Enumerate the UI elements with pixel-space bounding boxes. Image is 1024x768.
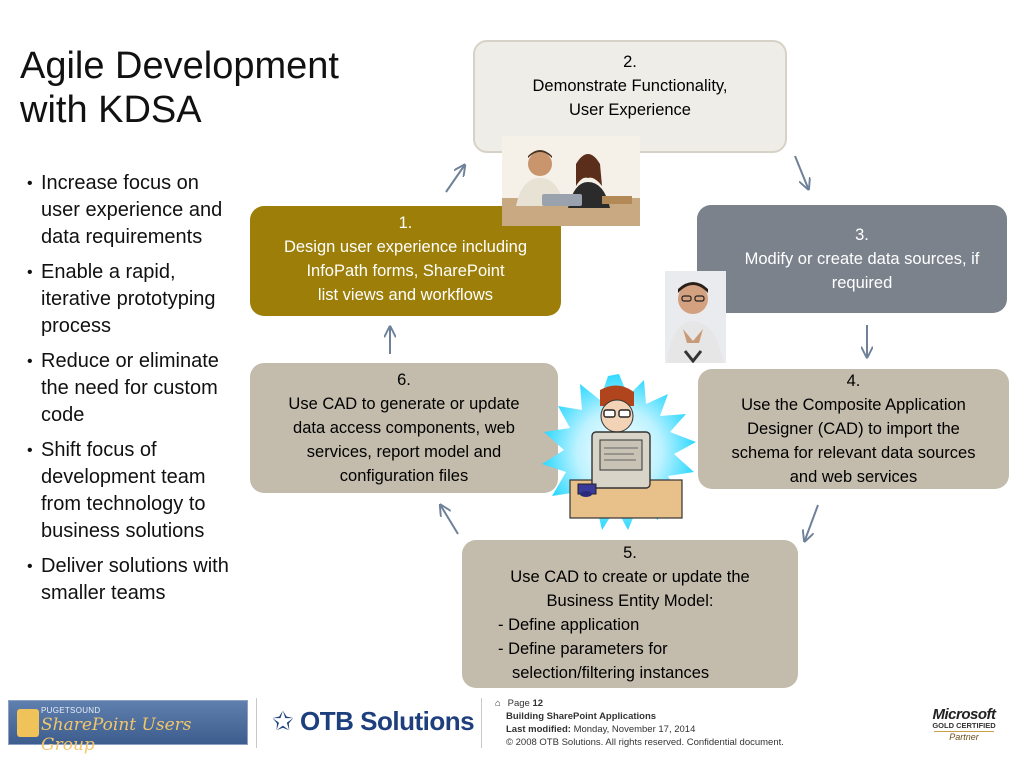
last-modified-label: Last modified:: [506, 724, 571, 735]
slide-title: Agile Development with KDSA: [20, 44, 380, 132]
step-3-line: required: [831, 274, 893, 292]
last-modified-value: Monday, November 17, 2014: [573, 724, 696, 735]
step-4-box: 4. Use the Composite Application Designe…: [698, 369, 1009, 489]
document-title: Building SharePoint Applications: [506, 711, 657, 722]
company-name: OTB Solutions: [300, 706, 475, 736]
step-5-number: 5.: [623, 544, 637, 562]
step-4-number: 4.: [846, 372, 861, 390]
step-1-number: 1.: [398, 214, 413, 232]
user-group-logo-icon: [17, 709, 39, 737]
footer-divider: [481, 698, 482, 748]
step-5-line: Use CAD to create or update the: [510, 568, 750, 586]
step-5-box: 5. Use CAD to create or update the Busin…: [462, 540, 798, 688]
step-2-box: 2. Demonstrate Functionality, User Exper…: [473, 40, 787, 153]
step-4-line: and web services: [789, 468, 918, 486]
page-info: ⌂ Page 12 Building SharePoint Applicatio…: [495, 697, 784, 749]
step-6-line: data access components, web: [293, 419, 515, 437]
step-6-box: 6. Use CAD to generate or update data ac…: [250, 363, 558, 493]
title-line-1: Agile Development: [20, 45, 339, 87]
computer-user-clipart: [538, 372, 700, 534]
step-2-number: 2.: [623, 53, 637, 71]
step-6-line: configuration files: [339, 467, 469, 485]
step-4-line: Designer (CAD) to import the: [747, 420, 960, 438]
step-5-subitem-continued: selection/filtering instances: [512, 664, 710, 682]
page-label: Page: [507, 698, 530, 709]
step-5-subitem: - Define application: [498, 616, 640, 634]
step-4-line: schema for relevant data sources: [731, 444, 976, 462]
arrow-4-to-5: [805, 504, 819, 540]
copyright-text: © 2008 OTB Solutions. All rights reserve…: [506, 737, 784, 748]
bullet-item: Shift focus of development team from tec…: [27, 437, 237, 545]
otb-solutions-logo: ✩ OTB Solutions: [272, 706, 475, 737]
step-1-line: Design user experience including: [283, 238, 528, 256]
step-3-line: Modify or create data sources, if: [744, 250, 980, 268]
step-5-subitem: - Define parameters for: [498, 640, 668, 658]
bullet-list: Increase focus on user experience and da…: [27, 170, 237, 615]
bullet-item: Deliver solutions with smaller teams: [27, 553, 237, 607]
title-line-2: with KDSA: [20, 89, 202, 131]
user-group-name: SharePoint Users Group: [41, 715, 192, 755]
team-photo: [502, 136, 640, 226]
step-2-line: Demonstrate Functionality,: [532, 77, 728, 95]
arrow-1-to-2: [445, 166, 464, 193]
step-1-line: list views and workflows: [317, 286, 494, 304]
partner-text: Partner: [934, 731, 994, 742]
step-6-line: Use CAD to generate or update: [288, 395, 520, 413]
arrow-2-to-3: [794, 155, 808, 188]
step-2-line: User Experience: [569, 101, 691, 119]
step-3-number: 3.: [855, 226, 869, 244]
step-1-line: InfoPath forms, SharePoint: [306, 262, 505, 280]
gold-certified-text: GOLD CERTIFIED: [932, 721, 996, 730]
arrow-5-to-6: [441, 506, 459, 535]
step-5-line: Business Entity Model:: [546, 592, 714, 610]
bullet-item: Reduce or eliminate the need for custom …: [27, 348, 237, 429]
home-icon[interactable]: ⌂: [495, 698, 501, 709]
microsoft-gold-partner-logo: Microsoft GOLD CERTIFIED Partner: [928, 706, 1000, 742]
step-4-line: Use the Composite Application: [741, 396, 966, 414]
sharepoint-users-group-logo: PUGETSOUND SharePoint Users Group: [8, 700, 248, 755]
user-group-small-text: PUGETSOUND: [41, 706, 101, 715]
page-number: 12: [532, 698, 544, 709]
man-photo: [665, 271, 726, 363]
step-6-line: services, report model and: [306, 443, 502, 461]
star-icon: ✩: [272, 706, 294, 736]
footer-divider: [256, 698, 257, 748]
bullet-item: Increase focus on user experience and da…: [27, 170, 237, 251]
bullet-item: Enable a rapid, iterative prototyping pr…: [27, 259, 237, 340]
step-3-box: 3. Modify or create data sources, if req…: [697, 205, 1007, 313]
step-6-number: 6.: [397, 371, 411, 389]
microsoft-brand: Microsoft: [932, 706, 997, 723]
